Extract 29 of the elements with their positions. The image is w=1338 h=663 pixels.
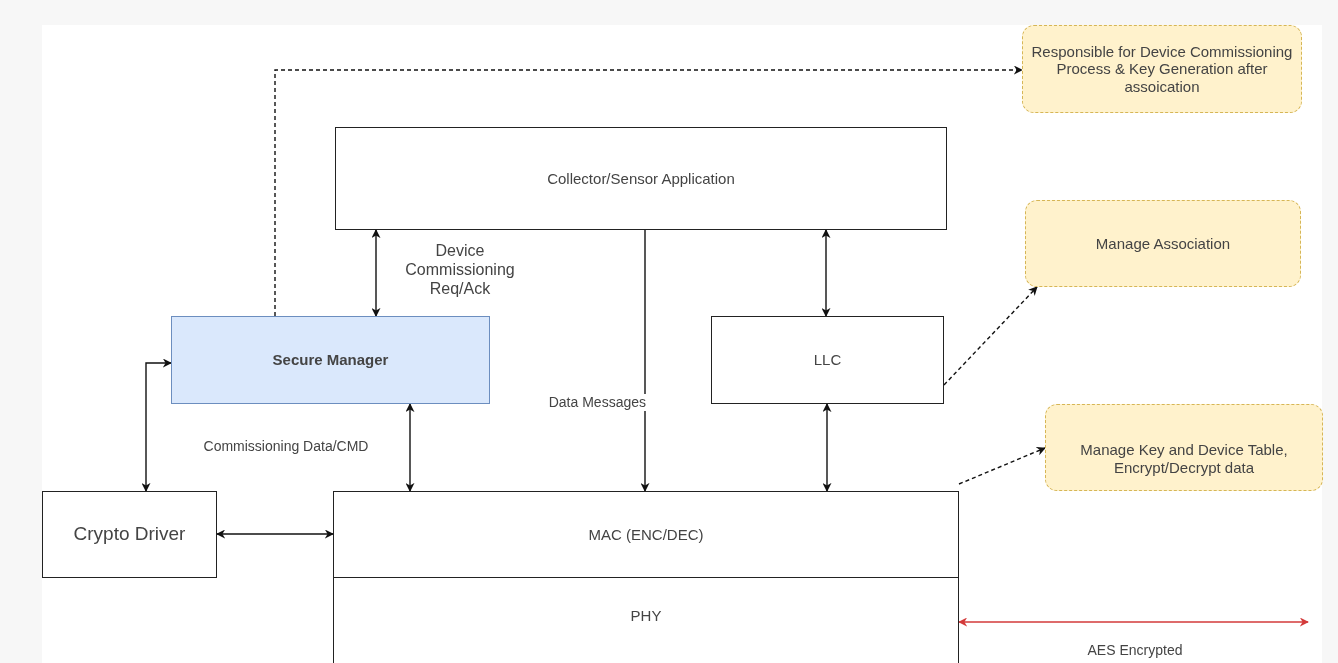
dashed-arrow [274, 65, 1023, 317]
process-box [171, 316, 490, 404]
note-box [1045, 404, 1323, 491]
arrow [141, 358, 172, 492]
arrow [821, 229, 831, 317]
process-box [335, 127, 947, 230]
dashed-arrow [943, 286, 1038, 386]
process-box [333, 491, 959, 579]
arrow [822, 403, 832, 492]
dashed-arrow [958, 447, 1046, 485]
arrow [216, 529, 334, 539]
node-label: PHY [630, 607, 662, 625]
note-box [1025, 200, 1301, 287]
arrow [405, 403, 415, 492]
arrow [640, 229, 650, 492]
node-label: Manage Association [1095, 234, 1231, 253]
node-label: MAC (ENC/DEC) [588, 526, 704, 544]
node-label: Responsible for Device Commissioning Process & Key Generation after assoication [1030, 43, 1294, 95]
arrow [958, 617, 1309, 627]
node-label: Secure Manager [272, 351, 389, 369]
node-label: LLC [813, 351, 842, 369]
node-label: Crypto Driver [73, 523, 186, 546]
node-label: Manage Key and Device Table, Encrypt/Decrypt data [1079, 441, 1289, 476]
note-box [1022, 25, 1302, 113]
process-box [42, 491, 217, 578]
process-box [333, 577, 959, 663]
arrow [371, 229, 381, 317]
process-box [711, 316, 944, 404]
node-label: Collector/Sensor Application [547, 169, 735, 188]
